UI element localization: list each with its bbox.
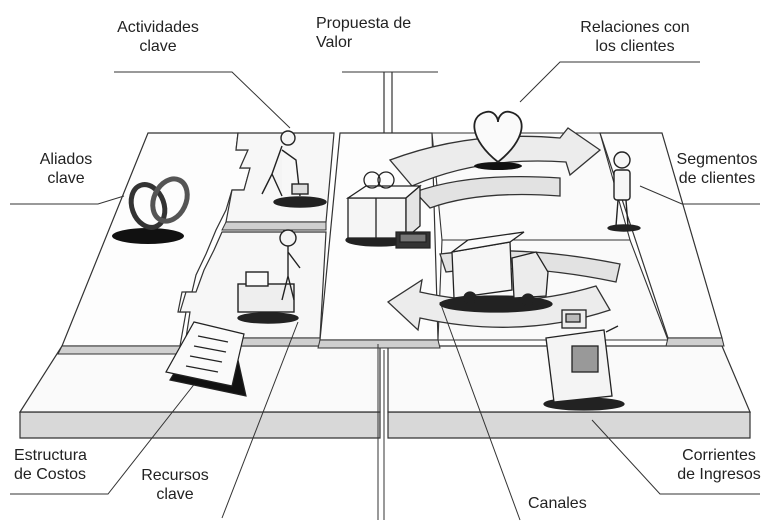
- label-estructura-costos: Estructura de Costos: [14, 447, 87, 483]
- worker-with-machine-icon: [237, 229, 301, 324]
- label-propuesta-valor: Propuesta de Valor: [316, 15, 412, 51]
- label-relaciones-clientes: Relaciones con los clientes: [580, 19, 690, 55]
- cash-register-icon: [543, 309, 625, 411]
- label-corrientes-ingresos: Corrientes de Ingresos: [677, 447, 761, 483]
- label-canales: Canales: [528, 495, 587, 512]
- label-actividades-clave: Actividades clave: [117, 19, 199, 55]
- label-aliados-clave: Aliados clave: [39, 151, 93, 187]
- worker-digging-icon: [261, 130, 327, 208]
- gift-icon: [345, 171, 422, 247]
- phone-icon: [395, 231, 431, 249]
- person-icon: [607, 151, 641, 232]
- block-estructura-costos: [18, 345, 381, 439]
- truck-icon: [439, 231, 553, 313]
- callout-lines: [10, 61, 760, 521]
- heart-icon: [473, 110, 523, 170]
- label-recursos-clave: Recursos clave: [141, 467, 209, 503]
- rings-icon: [112, 176, 190, 244]
- documents-icon: [165, 321, 247, 397]
- top-pole: [377, 72, 393, 520]
- label-segmentos-clientes: Segmentos de clientes: [676, 151, 758, 187]
